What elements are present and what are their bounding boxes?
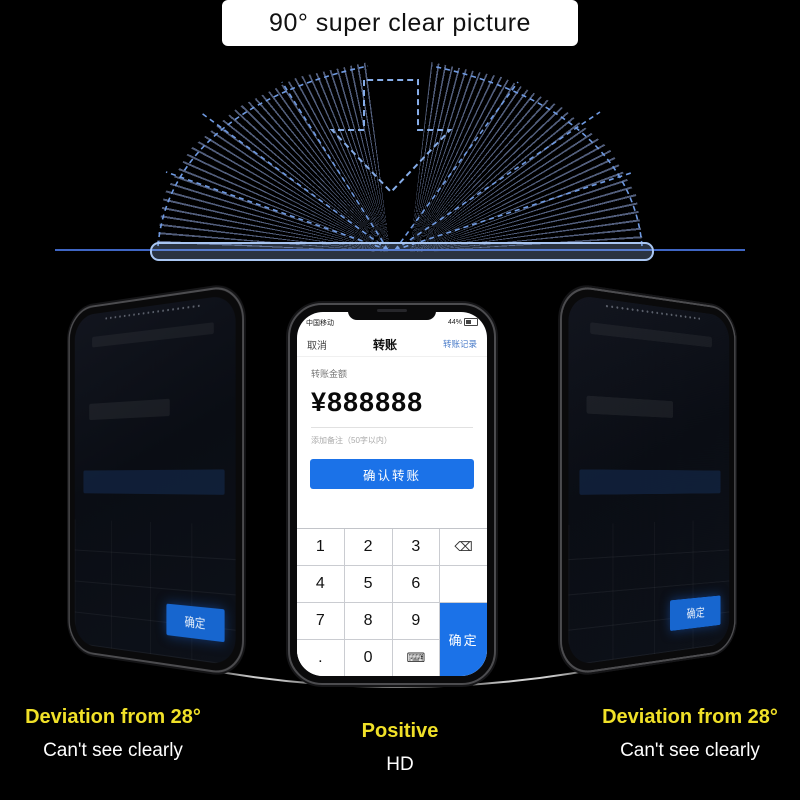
carrier-label: 中国移动 <box>306 320 334 327</box>
ghost-keypad <box>74 519 236 667</box>
baseline <box>55 249 745 251</box>
ghost-confirm-button <box>579 468 721 495</box>
caption-center: Positive HD <box>330 720 470 776</box>
wing-edge-right <box>431 65 643 247</box>
key-2[interactable]: 2 <box>344 529 392 565</box>
wing-edge-left <box>157 65 369 247</box>
ghost-navbar <box>91 322 214 348</box>
amount-section: 转账金额 ¥888888 添加备注（50字以内） <box>297 357 487 446</box>
transfer-title: 转账 <box>372 337 397 352</box>
cancel-button[interactable]: 取消 <box>307 340 327 352</box>
backspace-icon[interactable]: ⌫ <box>440 529 487 565</box>
battery-percent: 44% <box>447 318 462 326</box>
ghost-confirm-button <box>83 468 225 495</box>
phone-left-screen: 确定 <box>74 293 236 667</box>
key-dot[interactable]: . <box>297 640 344 676</box>
confirm-transfer-button[interactable]: 确认转账 <box>310 459 474 489</box>
battery-icon <box>464 318 478 326</box>
speaker-dots-icon <box>103 303 200 322</box>
key-6[interactable]: 6 <box>392 566 440 602</box>
amount-value[interactable]: ¥888888 <box>311 380 473 428</box>
phone-right-angled: 确定 <box>559 283 736 677</box>
caption-center-line1: Positive <box>361 720 439 742</box>
ghost-amount <box>586 395 673 419</box>
phone-right-screen: 确定 <box>568 293 730 667</box>
status-bar: 中国移动 44% <box>297 312 487 332</box>
down-arrow-icon <box>329 79 453 194</box>
amount-label: 转账金额 <box>311 369 348 379</box>
speaker-dots-icon <box>603 303 701 322</box>
transfer-history-link[interactable]: 转账记录 <box>442 339 477 349</box>
caption-right: Deviation from 28° Can't see clearly <box>586 706 794 762</box>
caption-right-line2: Can't see clearly <box>620 740 760 761</box>
ghost-navbar <box>589 322 713 348</box>
key-0[interactable]: 0 <box>344 640 392 676</box>
page-title: 90° super clear picture <box>269 8 531 37</box>
caption-right-line1: Deviation from 28° <box>602 706 778 728</box>
number-keypad: 1 2 3 ⌫ 4 5 6 7 8 9 确定 . 0 ⌨ <box>297 528 487 676</box>
key-9[interactable]: 9 <box>392 603 440 639</box>
caption-left: Deviation from 28° Can't see clearly <box>6 706 220 762</box>
key-8[interactable]: 8 <box>344 603 392 639</box>
key-5[interactable]: 5 <box>344 566 392 602</box>
phone-left-angled: 确定 <box>68 283 245 677</box>
key-7[interactable]: 7 <box>297 603 344 639</box>
ghost-keypad <box>568 519 730 667</box>
key-3[interactable]: 3 <box>392 529 440 565</box>
keyboard-icon[interactable]: ⌨ <box>392 640 440 676</box>
phone-center: 中国移动 44% 取消 转账 转账记录 转账金额 ¥888888 添加备注（50… <box>288 303 496 685</box>
keypad-confirm-button[interactable]: 确定 <box>440 603 487 676</box>
key-blank <box>440 566 487 602</box>
screen-protector-edge <box>150 242 654 261</box>
key-4[interactable]: 4 <box>297 566 344 602</box>
battery-status: 44% <box>448 318 478 326</box>
note-placeholder[interactable]: 添加备注（50字以内） <box>311 436 392 445</box>
key-1[interactable]: 1 <box>297 529 344 565</box>
caption-left-line1: Deviation from 28° <box>25 706 201 728</box>
title-banner: 90° super clear picture <box>222 0 578 46</box>
ghost-amount <box>89 398 170 421</box>
caption-center-line2: HD <box>386 754 414 775</box>
notch <box>348 305 436 320</box>
nav-bar: 取消 转账 转账记录 <box>297 332 487 357</box>
phone-center-screen: 中国移动 44% 取消 转账 转账记录 转账金额 ¥888888 添加备注（50… <box>297 312 487 676</box>
caption-left-line2: Can't see clearly <box>43 740 183 761</box>
